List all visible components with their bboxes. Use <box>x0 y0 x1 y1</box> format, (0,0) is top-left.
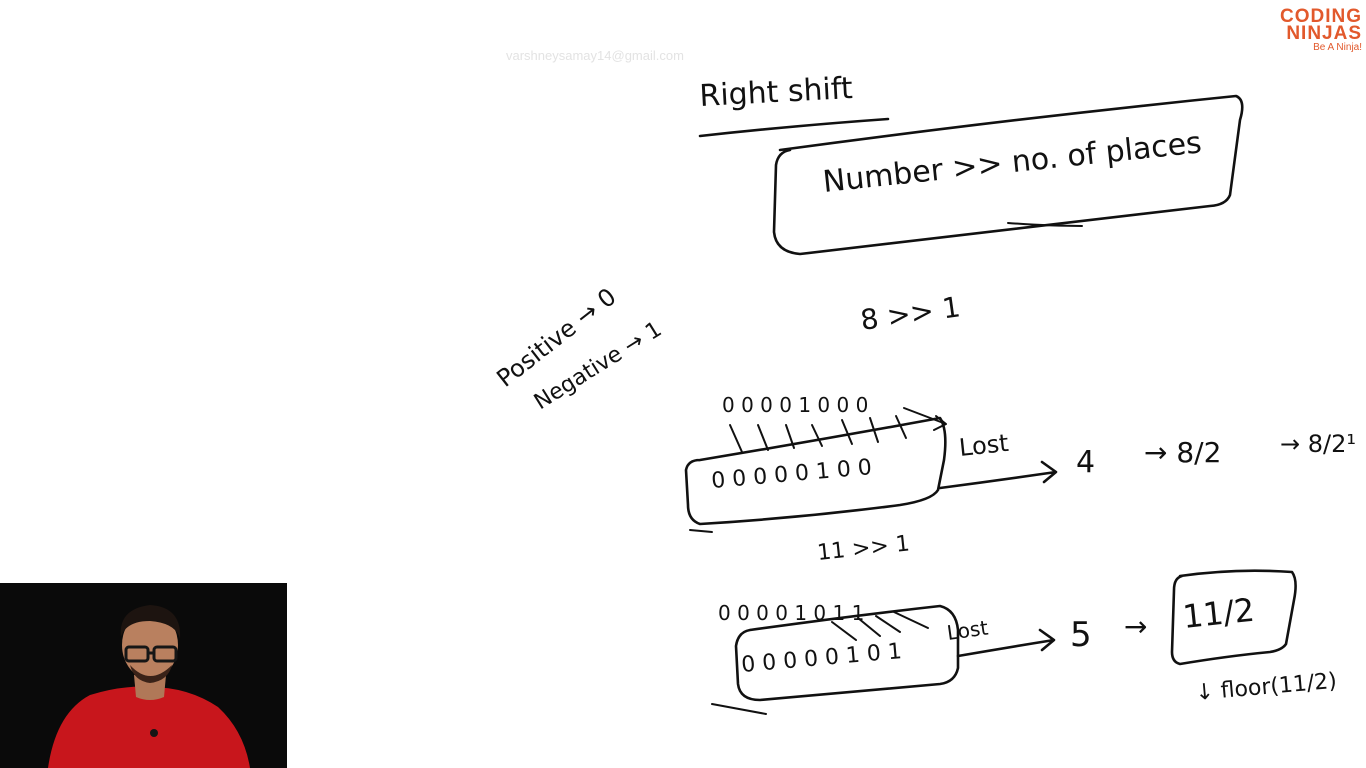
example1-box <box>684 416 947 526</box>
example1-result-arrow <box>938 460 1058 490</box>
example1-shift-arrows <box>729 407 947 453</box>
coding-ninjas-logo: CODING NINJAS Be A Ninja! <box>1260 6 1362 58</box>
title-right-shift: Right shift <box>699 71 854 114</box>
example2-arrow: → <box>1124 610 1147 643</box>
presenter-shirt <box>48 686 250 768</box>
user-email-watermark: varshneysamay14@gmail.com <box>506 48 684 63</box>
example2-shifted-bits: 0 0 0 0 0 1 0 1 <box>740 639 903 678</box>
example2-box-text: 11/2 <box>1181 591 1256 636</box>
lapel-mic-icon <box>150 729 158 737</box>
example1-lost: Lost <box>958 429 1010 462</box>
formula-underline <box>1007 222 1083 227</box>
example1-eq2: → 8/2¹ <box>1280 430 1356 458</box>
logo-line-2: NINJAS <box>1286 23 1362 44</box>
example2-result: 5 <box>1070 615 1092 655</box>
example1-shifted-bits: 0 0 0 0 0 1 0 0 <box>710 455 873 494</box>
example1-expression: 8 >> 1 <box>858 290 962 337</box>
presenter-glasses <box>124 645 178 663</box>
example2-shift-arrows <box>831 611 929 641</box>
logo-line-1: CODING <box>1280 6 1362 27</box>
example2-answer-box <box>1170 569 1297 666</box>
title-underline <box>698 117 890 138</box>
formula-box <box>772 94 1244 256</box>
example1-eq1: → 8/2 <box>1144 436 1221 469</box>
example2-lost: Lost <box>945 615 989 645</box>
example1-bits: 0 0 0 0 1 0 0 0 <box>722 393 868 417</box>
presenter-webcam <box>0 583 287 768</box>
example2-result-arrow <box>956 628 1056 658</box>
example2-box-tail <box>711 703 767 715</box>
logo-tagline: Be A Ninja! <box>1313 42 1362 53</box>
example1-result: 4 <box>1076 445 1095 480</box>
example2-box <box>734 604 960 702</box>
example1-box-tail <box>689 529 713 533</box>
example2-bits: 0 0 0 0 1 0 1 1 <box>718 601 864 625</box>
example2-floor: ↓ floor(11/2) <box>1194 669 1337 706</box>
example2-expression: 11 >> 1 <box>816 531 911 566</box>
